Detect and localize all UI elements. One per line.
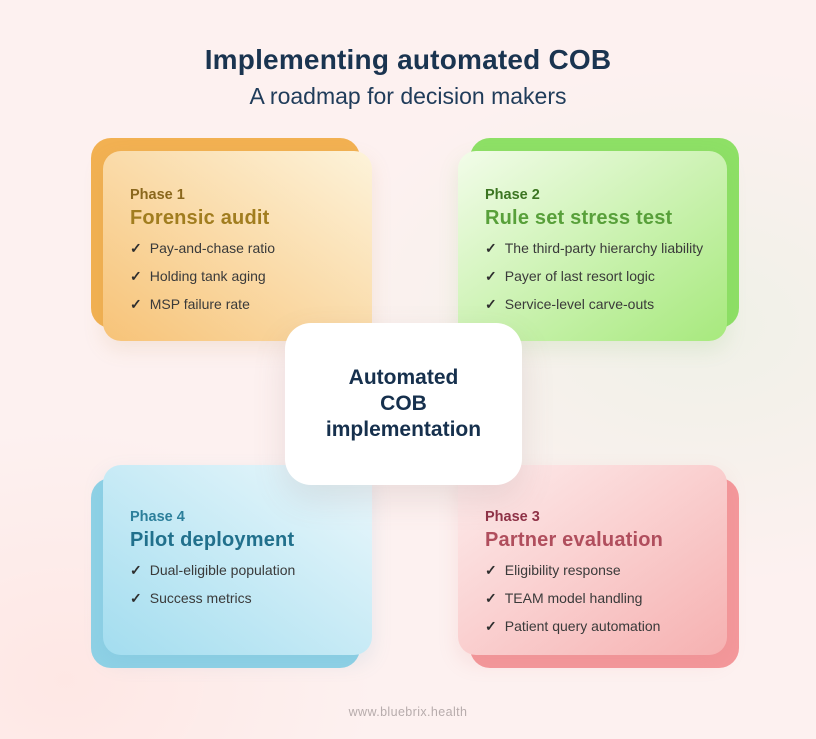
center-card-line-3: implementation	[325, 418, 482, 442]
center-card-line-2: COB	[380, 391, 427, 415]
check-icon: ✓	[130, 562, 142, 578]
checklist-item-label: Eligibility response	[504, 562, 621, 578]
phase-card-4: Phase 4 Pilot deployment ✓ Dual-eligible …	[91, 465, 372, 668]
check-icon: ✓	[130, 240, 142, 256]
check-icon: ✓	[485, 618, 497, 634]
center-card-line-1: Automated	[348, 365, 459, 389]
checklist-item: ✓ TEAM model handling	[485, 590, 723, 607]
check-icon: ✓	[485, 268, 497, 284]
footer-url: www.bluebrix.health	[348, 705, 468, 719]
checklist-item: ✓ Dual-eligible population	[130, 562, 368, 579]
checklist-item-label: Payer of last resort logic	[504, 268, 655, 284]
checklist-item: ✓ Holding tank aging	[130, 268, 368, 285]
phase-2-title: Rule set stress test	[485, 207, 673, 229]
phase-card-4-surface: Phase 4 Pilot deployment ✓ Dual-eligible …	[103, 465, 372, 655]
checklist-item: ✓ Service-level carve-outs	[485, 296, 723, 313]
check-icon: ✓	[485, 296, 497, 312]
checklist-item: ✓ Success metrics	[130, 590, 368, 607]
phase-card-3-surface: Phase 3 Partner evaluation ✓ Eligibility …	[458, 465, 727, 655]
page-title: Implementing automated COB	[204, 44, 612, 75]
phase-3-label: Phase 3	[485, 509, 540, 525]
phase-4-title: Pilot deployment	[130, 529, 295, 551]
phase-3-checklist: ✓ Eligibility response ✓ TEAM model handli…	[485, 562, 723, 646]
check-icon: ✓	[485, 240, 497, 256]
phase-1-title: Forensic audit	[130, 207, 270, 229]
check-icon: ✓	[485, 562, 497, 578]
check-icon: ✓	[485, 590, 497, 606]
checklist-item: ✓ Payer of last resort logic	[485, 268, 723, 285]
checklist-item-label: The third-party hierarchy liability	[504, 240, 704, 256]
phase-4-label: Phase 4	[130, 509, 185, 525]
phase-3-title: Partner evaluation	[485, 529, 664, 551]
checklist-item: ✓ Pay-and-chase ratio	[130, 240, 368, 257]
check-icon: ✓	[130, 590, 142, 606]
page-subtitle: A roadmap for decision makers	[249, 83, 567, 109]
checklist-item: ✓ The third-party hierarchy liability	[485, 240, 723, 257]
phase-1-label: Phase 1	[130, 187, 185, 203]
checklist-item: ✓ MSP failure rate	[130, 296, 368, 313]
checklist-item-label: Pay-and-chase ratio	[149, 240, 276, 256]
check-icon: ✓	[130, 296, 142, 312]
checklist-item: ✓ Patient query automation	[485, 618, 723, 635]
checklist-item: ✓ Eligibility response	[485, 562, 723, 579]
phase-2-label: Phase 2	[485, 187, 540, 203]
phase-card-3: Phase 3 Partner evaluation ✓ Eligibility …	[458, 465, 739, 668]
checklist-item-label: Holding tank aging	[149, 268, 266, 284]
checklist-item-label: Patient query automation	[504, 618, 661, 634]
phase-card-1-surface: Phase 1 Forensic audit ✓ Pay-and-chase ra…	[103, 151, 372, 341]
phase-card-1: Phase 1 Forensic audit ✓ Pay-and-chase ra…	[91, 138, 372, 341]
phase-2-checklist: ✓ The third-party hierarchy liability ✓ Pa…	[485, 240, 723, 324]
phase-card-2-surface: Phase 2 Rule set stress test ✓ The third-…	[458, 151, 727, 341]
checklist-item-label: Dual-eligible population	[149, 562, 296, 578]
phase-card-2: Phase 2 Rule set stress test ✓ The third-…	[458, 138, 739, 341]
phase-4-checklist: ✓ Dual-eligible population ✓ Success metri…	[130, 562, 368, 618]
checklist-item-label: MSP failure rate	[149, 296, 250, 312]
center-card-title: Automated COB implementation	[326, 365, 481, 444]
checklist-item-label: Service-level carve-outs	[504, 296, 655, 312]
check-icon: ✓	[130, 268, 142, 284]
phase-1-checklist: ✓ Pay-and-chase ratio ✓ Holding tank aging…	[130, 240, 368, 324]
checklist-item-label: TEAM model handling	[504, 590, 643, 606]
center-card: Automated COB implementation	[285, 323, 522, 485]
checklist-item-label: Success metrics	[149, 590, 252, 606]
